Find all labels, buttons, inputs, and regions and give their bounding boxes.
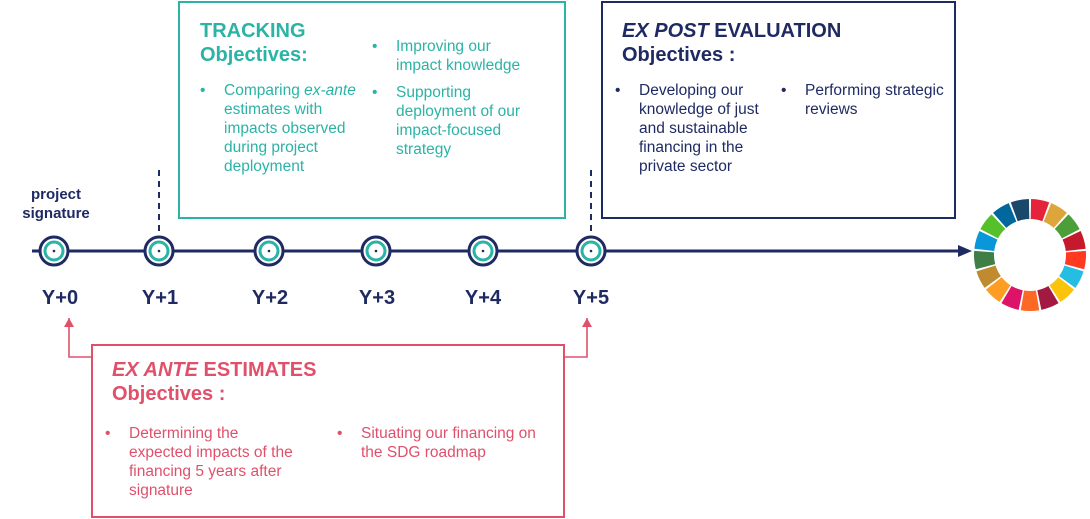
expost-title-line1: EX POST EVALUATION <box>622 20 842 42</box>
tracking-bullet-2: •Improving our impact knowledge <box>372 38 521 74</box>
exante-right-connector <box>565 318 588 358</box>
tracking-list-left: •Comparing ex-ante estimates with impact… <box>200 81 370 184</box>
sdg-wheel-segment <box>1001 285 1023 310</box>
tracking-bullet-1: •Comparing ex-ante estimates with impact… <box>200 82 356 175</box>
exante-box: EX ANTE ESTIMATES Objectives : •Determin… <box>91 344 565 518</box>
expost-box: EX POST EVALUATION Objectives : •Develop… <box>601 1 956 219</box>
exante-bullet-1: •Determining the expected impacts of the… <box>105 425 293 499</box>
sdg-wheel-segment <box>976 265 1001 288</box>
year-label-y3: Y+3 <box>358 287 396 309</box>
sdg-wheel-segment <box>1043 203 1067 228</box>
year-label-y5: Y+5 <box>572 287 610 309</box>
tracking-title-line2: Objectives: <box>200 44 308 66</box>
tracking-title-line1: TRACKING <box>200 20 306 42</box>
expost-list-right: •Performing strategic reviews <box>781 81 946 127</box>
year-label-y1: Y+1 <box>141 287 179 309</box>
sdg-wheel-segment <box>1049 277 1075 303</box>
exante-list-right: •Situating our financing on the SDG road… <box>337 424 547 470</box>
sdg-wheel-segment <box>1062 231 1086 251</box>
circle-node-icon <box>360 235 392 267</box>
exante-list-left: •Determining the expected impacts of the… <box>105 424 305 508</box>
year-label-y4: Y+4 <box>464 287 502 309</box>
sdg-wheel-segment <box>1064 250 1086 270</box>
tracking-box: TRACKING Objectives: •Comparing ex-ante … <box>178 1 566 219</box>
expost-list-left: •Developing our knowledge of just and su… <box>615 81 765 184</box>
exante-bullet-2: •Situating our financing on the SDG road… <box>337 425 536 461</box>
year-label-y2: Y+2 <box>251 287 289 309</box>
circle-node-icon <box>253 235 285 267</box>
year-label-y0: Y+0 <box>41 287 79 309</box>
circle-node-icon <box>38 235 70 267</box>
tracking-title: TRACKING Objectives: <box>200 19 308 67</box>
sdg-wheel-segment <box>974 250 996 270</box>
expost-bullet-2: •Performing strategic reviews <box>781 82 944 118</box>
exante-title: EX ANTE ESTIMATES Objectives : <box>112 358 316 406</box>
circle-node-icon <box>467 235 499 267</box>
expost-bullet-1: •Developing our knowledge of just and su… <box>615 82 759 175</box>
up-arrow-icon <box>582 318 592 327</box>
circle-node-icon <box>143 235 175 267</box>
sdg-wheel-segment <box>1030 199 1050 222</box>
exante-left-connector <box>68 318 91 358</box>
up-arrow-icon <box>64 318 74 327</box>
circle-node-icon <box>575 235 607 267</box>
sdg-wheel-segment <box>1020 290 1040 311</box>
expost-title-line2: Objectives : <box>622 44 736 66</box>
expost-title: EX POST EVALUATION Objectives : <box>622 19 841 67</box>
exante-title-line1: EX ANTE ESTIMATES <box>112 359 317 381</box>
sdg-wheel-segment <box>1010 199 1030 222</box>
sdg-wheel-segment <box>993 203 1017 228</box>
sdg-wheel-segment <box>1037 285 1059 310</box>
project-signature-label: project signature <box>14 185 98 223</box>
sdg-wheel-segment <box>980 214 1006 239</box>
sdg-wheel-segment <box>985 277 1011 303</box>
tracking-list-right: •Improving our impact knowledge •Support… <box>372 37 540 167</box>
tracking-bullet-3: •Supporting deployment of our impact-foc… <box>372 84 521 158</box>
sdg-wheel-segment <box>1059 265 1084 288</box>
exante-title-line2: Objectives : <box>112 383 226 405</box>
arrowhead-icon <box>958 245 972 257</box>
sdg-wheel-icon <box>974 199 1086 311</box>
sdg-wheel-segment <box>974 231 998 251</box>
sdg-wheel-segment <box>1054 214 1080 239</box>
signature-text: project signature <box>22 186 90 222</box>
